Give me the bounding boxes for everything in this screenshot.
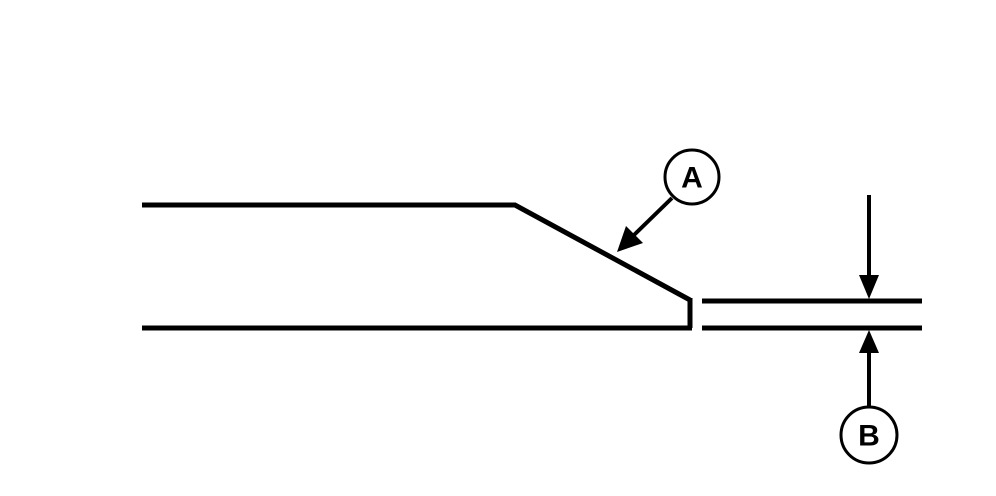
callout-a-label: A — [681, 162, 703, 195]
blade-top-edge — [142, 202, 692, 303]
leader-arrow-a — [617, 196, 674, 252]
callout-a: A — [663, 148, 721, 206]
dimension-arrow-top — [859, 195, 879, 299]
callout-b: B — [839, 405, 899, 465]
dimension-arrow-bottom — [859, 330, 879, 406]
callout-b-label: B — [858, 420, 880, 453]
